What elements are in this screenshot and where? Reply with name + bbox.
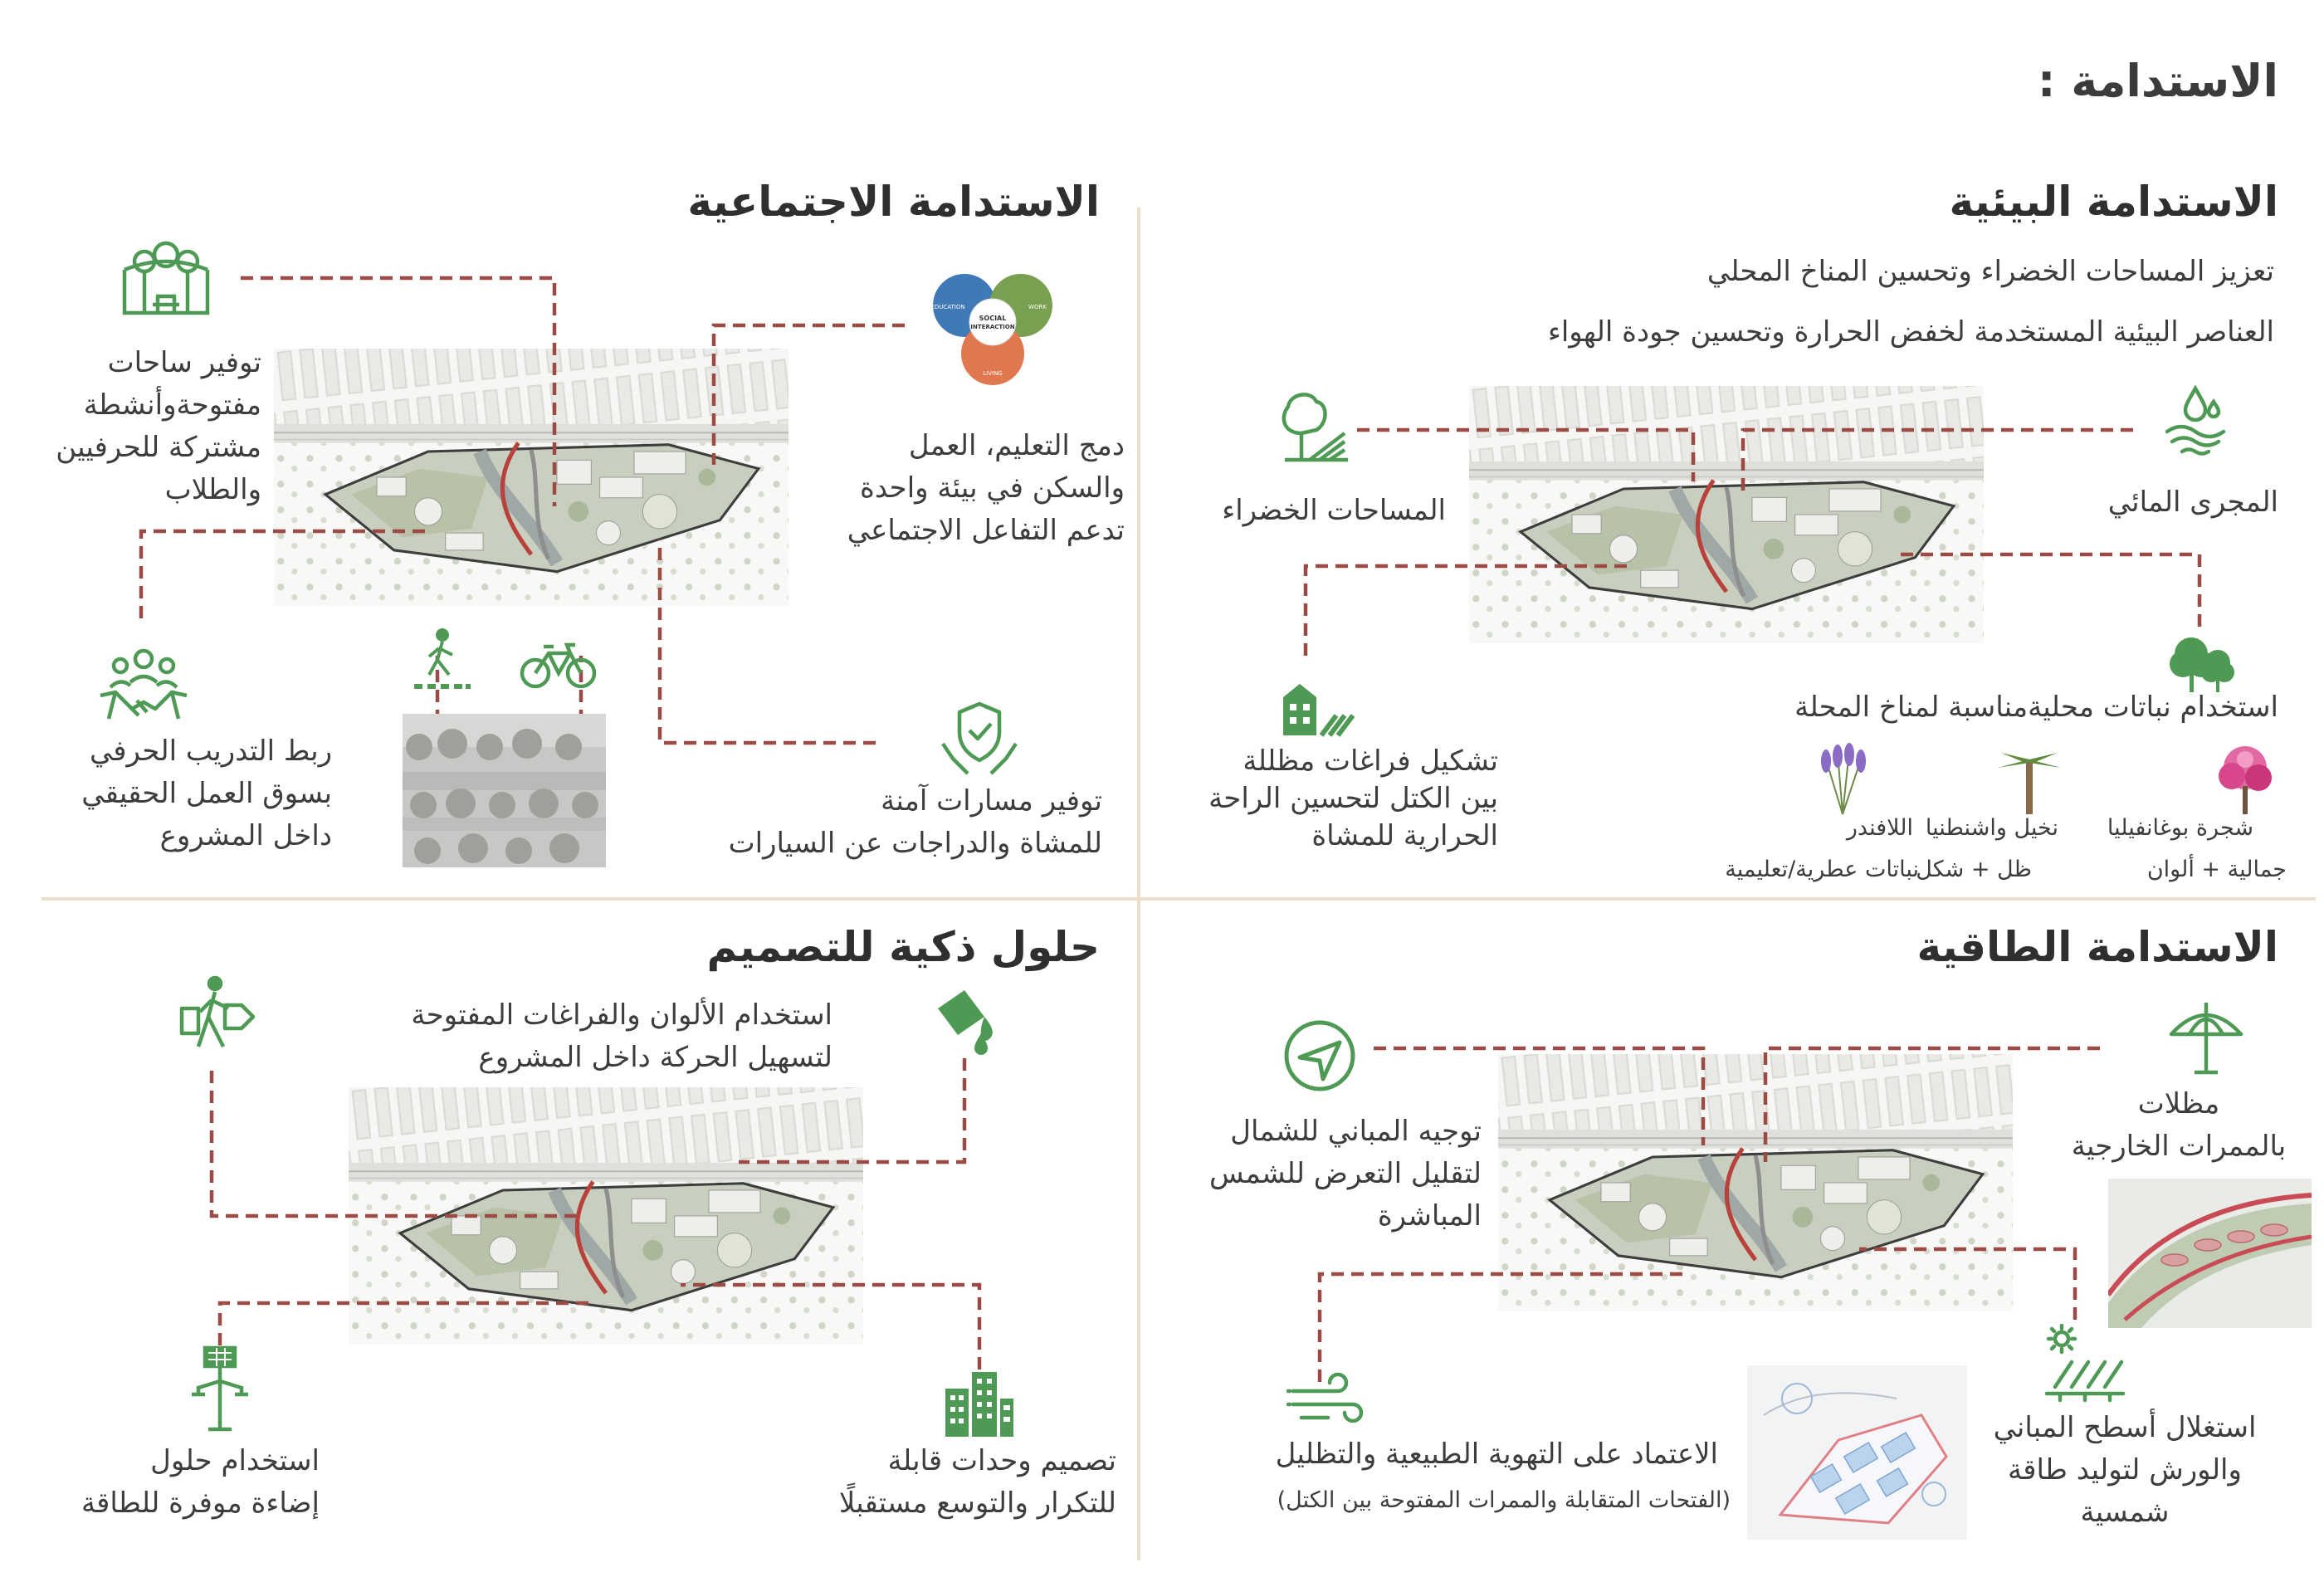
colors-spaces-text: استخدام الألوان والفراغات المفتوحة لتسهي… (411, 998, 832, 1074)
energy-title: الاستدامة الطاقية (1916, 923, 2278, 971)
pedestrian-icon (414, 628, 471, 689)
page-title: الاستدامة : (2037, 55, 2278, 107)
solar-text: استغلال أسطح المباني والورش لتوليد طاقة … (1993, 1411, 2257, 1529)
ventilation-note: (الفتحات المتقابلة والممرات المفتوحة بين… (1277, 1487, 1731, 1513)
social-title: الاستدامة الاجتماعية (687, 178, 1100, 226)
social-diagram-icon: SOCIAL INTERACTION EDUCATION WORK LIVING (930, 274, 1052, 385)
shield-check-icon (941, 701, 1018, 775)
building-icon (1283, 684, 1355, 737)
smart-title: حلول ذكية للتصميم (706, 923, 1100, 971)
social-diagram-label-living: LIVING (983, 370, 1002, 377)
green-spaces-label: المساحات الخضراء (1222, 494, 1446, 527)
environmental-title: الاستدامة البيئية (1949, 178, 2278, 226)
lavender-image (1821, 743, 1866, 815)
street-light-icon (192, 1345, 248, 1432)
open-spaces-text: توفير ساحات مفتوحةوأنشطة مشتركة للحرفيين… (56, 346, 261, 506)
wind-icon (1286, 1372, 1364, 1423)
path-section-image (403, 714, 606, 867)
handshake-icon (100, 648, 188, 720)
water-stream-label: المجرى المائي (2107, 486, 2278, 519)
compass-icon (1284, 1020, 1355, 1091)
lighting-text: استخدام حلول إضاءة موفرة للطاقة (81, 1444, 320, 1520)
green-tree-icon (1282, 393, 1348, 462)
umbrellas-text: مظلات بالممرات الخارجية (2071, 1087, 2287, 1163)
washingtonia-palm-image (1998, 738, 2061, 814)
native-plants-label: استخدام نباتات محليةمناسبة لمناخ المحلة (1794, 691, 2278, 724)
plant-note-lavender: نباتات عطرية/تعليمية (1725, 857, 1919, 882)
signage-walk-icon (179, 975, 256, 1048)
training-text: ربط التدريب الحرفي بسوق العمل الحقيقي دا… (81, 735, 332, 852)
umbrella-icon (2169, 1003, 2243, 1075)
shaded-spaces-text: تشكيل فراغات مظللة بين الكتل لتحسين الرا… (1208, 745, 1498, 852)
environmental-line-1: تعزيز المساحات الخضراء وتحسين المناخ الم… (1706, 255, 2274, 288)
plant-note-washingtonia: ظل + شكل (1916, 857, 2032, 882)
environmental-line-2: العناصر البيئية المستخدمة لخفض الحرارة و… (1547, 315, 2274, 349)
plant-name-washingtonia: نخيل واشنطنيا (1925, 815, 2058, 841)
trees-icon (2170, 637, 2234, 692)
social-diagram-center-1: SOCIAL (979, 315, 1007, 322)
social-diagram-center-2: INTERACTION (970, 324, 1014, 330)
integration-text: دمج التعليم، العمل والسكن في بيئة واحدة … (847, 429, 1125, 547)
park-icon (122, 241, 210, 315)
social-diagram-label-education: EDUCATION (930, 304, 964, 310)
plant-note-bougainvillea: جمالية + ألوان (2146, 857, 2287, 882)
water-drop-icon (2165, 384, 2226, 456)
ventilation-text: الاعتماد على التهوية الطبيعية والتظليل (1275, 1438, 1718, 1471)
safe-paths-text: توفير مسارات آمنة للمشاة والدراجات عن ال… (728, 784, 1102, 860)
modular-building-icon (945, 1372, 1013, 1437)
bougainvillea-image (2219, 746, 2272, 814)
shaded-walkway-image (2108, 1179, 2312, 1328)
solar-panel-icon (2044, 1324, 2126, 1403)
plant-name-lavender: اللافندر (1846, 815, 1913, 841)
social-diagram-label-work: WORK (1028, 304, 1047, 310)
plant-name-bougainvillea: شجرة بوغانفيليا (2107, 815, 2253, 841)
paint-bucket-icon (938, 990, 993, 1055)
modular-text: تصميم وحدات قابلة للتكرار والتوسع مستقبل… (838, 1444, 1116, 1520)
ventilation-plan-image (1747, 1365, 1967, 1540)
bicycle-icon (520, 642, 597, 689)
orientation-text: توجيه المباني للشمال لتقليل التعرض للشمس… (1209, 1115, 1482, 1233)
